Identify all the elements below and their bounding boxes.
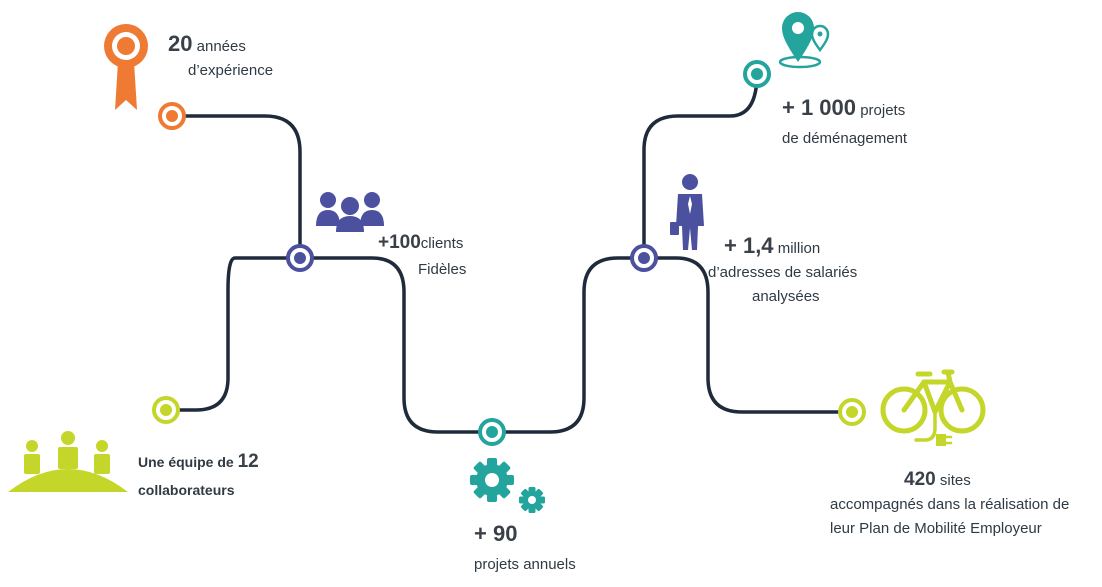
addresses-line3: analysées <box>752 288 820 305</box>
clients-line2: Fidèles <box>418 261 467 278</box>
milestone-clients: +100clients Fidèles <box>378 230 466 283</box>
milestone-moving: + 1 000 projets de déménagement <box>782 94 907 153</box>
node-experience <box>158 102 186 130</box>
people-group-icon <box>316 192 384 232</box>
team-on-hill-icon <box>8 431 128 492</box>
node-clients <box>286 244 314 272</box>
award-ribbon-icon <box>104 24 148 110</box>
sites-line2: accompagnés dans la réalisation de <box>830 496 1070 513</box>
electric-bike-icon <box>880 369 986 446</box>
sites-line3: leur Plan de Mobilité Employeur <box>830 520 1042 537</box>
gears-icon <box>470 458 545 513</box>
addresses-label: million <box>777 240 821 257</box>
sites-number: 420 <box>904 469 936 490</box>
moving-line2: de déménagement <box>782 130 908 147</box>
location-pins-icon <box>778 12 830 69</box>
team-number: 12 <box>237 451 259 472</box>
clients-number: +100 <box>378 232 421 253</box>
addresses-number: + 1,4 <box>724 233 774 258</box>
clients-label: clients <box>420 235 464 252</box>
team-prefix: Une équipe de <box>138 454 234 470</box>
addresses-line2: d’adresses de salariés <box>708 264 858 281</box>
sites-label: sites <box>939 472 971 489</box>
milestone-addresses: + 1,4 million d’adresses de salariés ana… <box>708 234 857 309</box>
milestone-projects: + 90 projets annuels <box>474 520 576 579</box>
node-moving <box>743 60 771 88</box>
moving-number: + 1 000 <box>782 95 857 120</box>
projects-line2: projets annuels <box>474 556 576 573</box>
experience-label: années <box>196 38 246 55</box>
milestone-team: Une équipe de 12 collaborateurs <box>138 448 259 504</box>
timeline-path <box>164 72 854 434</box>
businessman-icon <box>670 174 704 250</box>
node-projects <box>478 418 506 446</box>
moving-label: projets <box>860 102 906 119</box>
experience-line2: d’expérience <box>188 62 274 79</box>
milestone-sites: 420 sites accompagnés dans la réalisatio… <box>830 468 1069 541</box>
experience-number: 20 <box>168 31 193 56</box>
milestone-experience: 20 années d’expérience <box>168 32 273 83</box>
projects-number: + 90 <box>474 521 518 546</box>
node-addresses <box>630 244 658 272</box>
team-line2: collaborateurs <box>138 482 235 498</box>
node-sites <box>838 398 866 426</box>
node-team <box>152 396 180 424</box>
